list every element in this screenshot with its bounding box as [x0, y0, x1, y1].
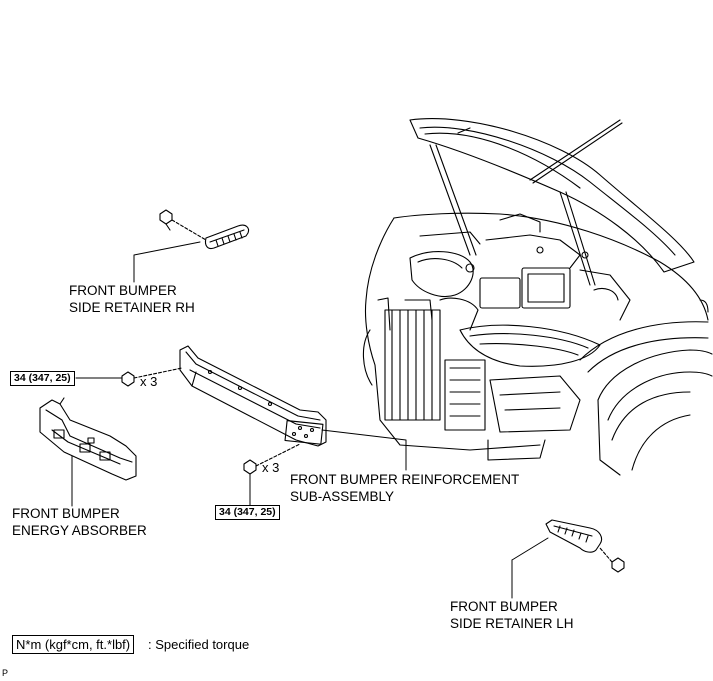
- label-retainer-lh: FRONT BUMPER SIDE RETAINER LH: [450, 598, 574, 632]
- corner-mark: P: [2, 668, 9, 678]
- leader-retainer-rh: [133, 241, 201, 283]
- label-energy-absorber-line1: FRONT BUMPER: [12, 506, 120, 521]
- energy-absorber-part: [39, 397, 137, 481]
- label-energy-absorber-line2: ENERGY ABSORBER: [12, 523, 147, 538]
- torque-box-upper: 34 (347, 25): [10, 371, 75, 386]
- label-retainer-lh-line2: SIDE RETAINER LH: [450, 616, 574, 631]
- label-reinforcement-line2: SUB-ASSEMBLY: [290, 489, 395, 504]
- upper-bolt: [121, 367, 183, 387]
- label-reinforcement: FRONT BUMPER REINFORCEMENT SUB-ASSEMBLY: [290, 471, 519, 505]
- retainer-rh-screw: [159, 209, 207, 241]
- legend-description: : Specified torque: [148, 637, 250, 652]
- label-retainer-lh-line1: FRONT BUMPER: [450, 599, 558, 614]
- leader-reinforcement: [321, 429, 407, 471]
- legend-torque-unit-box: N*m (kgf*cm, ft.*lbf): [12, 635, 135, 654]
- quantity-upper: x 3: [140, 374, 158, 389]
- lower-bolt: [243, 443, 301, 475]
- label-retainer-rh-line2: SIDE RETAINER RH: [69, 300, 195, 315]
- quantity-lower: x 3: [262, 460, 280, 475]
- torque-box-lower: 34 (347, 25): [215, 505, 280, 520]
- side-retainer-rh-part: [204, 224, 250, 250]
- retainer-lh-screw: [599, 547, 625, 573]
- label-reinforcement-line1: FRONT BUMPER REINFORCEMENT: [290, 472, 520, 487]
- label-retainer-rh-line1: FRONT BUMPER: [69, 283, 177, 298]
- vehicle-illustration: [362, 118, 713, 476]
- side-retainer-lh-part: [545, 519, 603, 553]
- reinforcement-part: [179, 345, 327, 447]
- label-energy-absorber: FRONT BUMPER ENERGY ABSORBER: [12, 505, 147, 539]
- label-retainer-rh: FRONT BUMPER SIDE RETAINER RH: [69, 282, 195, 316]
